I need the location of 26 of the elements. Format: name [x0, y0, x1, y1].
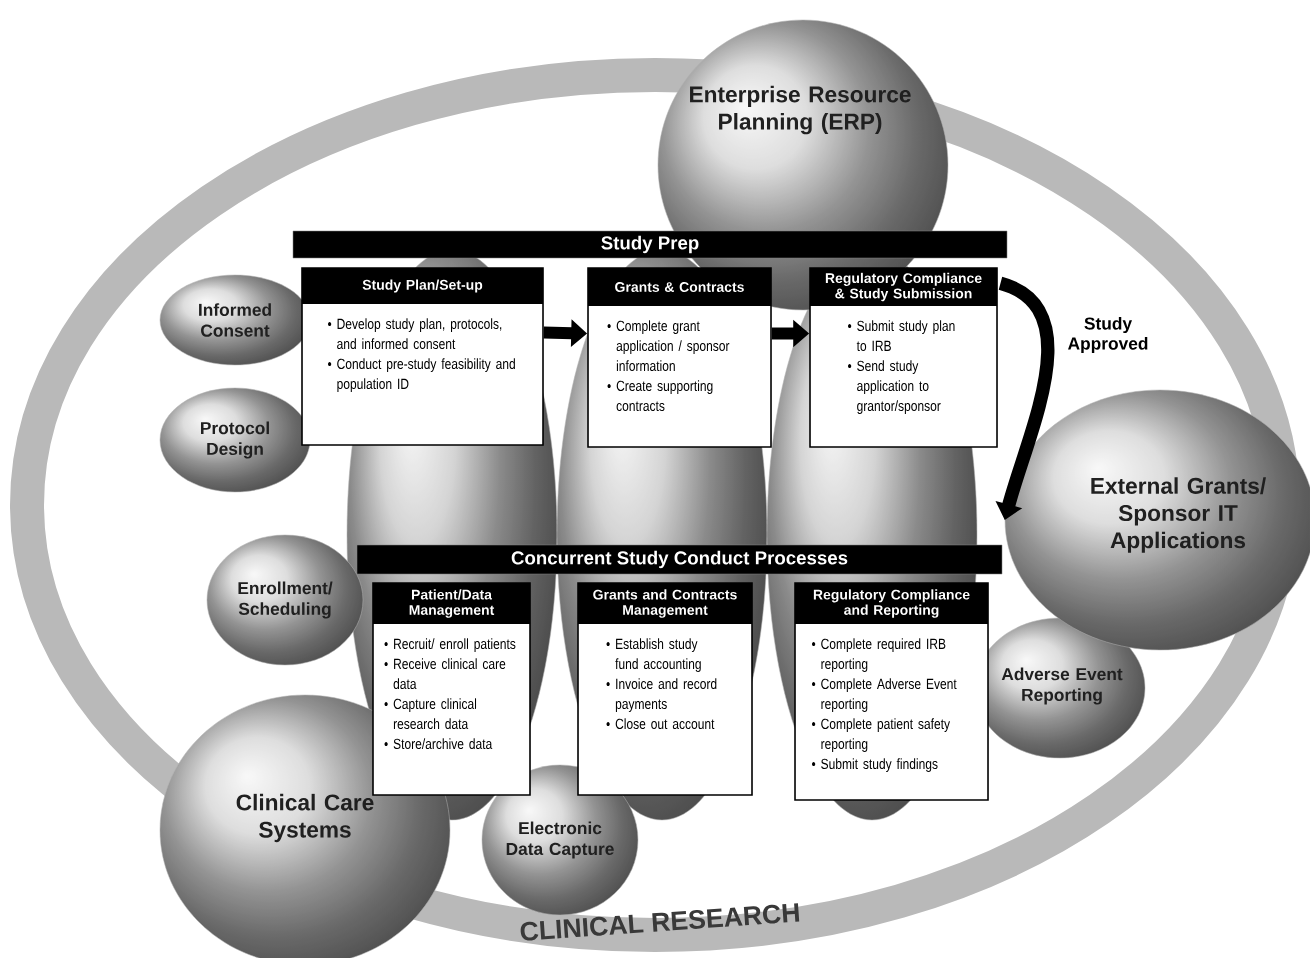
process-box: Grants & Contracts • Complete grant application / sponsor information • Create supporting contracts — [587, 267, 772, 448]
bullet-item: • Conduct pre-study feasibility and population ID — [328, 358, 515, 392]
bullet-item: • Invoice and record payments — [606, 678, 717, 712]
sphere: Protocol Design — [159, 387, 311, 493]
bullet-item: • Submit study plan to IRB — [848, 320, 955, 352]
bullet-item: • Create supporting contracts — [607, 380, 713, 412]
bullet-item: • Complete Adverse Event reporting — [812, 678, 957, 712]
edge-label: Study Approved — [1068, 316, 1148, 354]
banner: Study Prep — [292, 230, 1008, 259]
process-box: Patient/Data Management • Recruit/ enroll patients • Receive clinical care data • Capture clinical research data • Store/archive data — [372, 582, 531, 796]
bullet-item: • Close out account — [606, 718, 715, 730]
bullet-item: • Recruit/ enroll patients — [384, 638, 516, 652]
bullet-item: • Receive clinical care data — [384, 658, 506, 690]
process-box: Regulatory Compliance and Reporting • Complete required IRB reporting • Complete Adverse Event reporting • Complete patient safety reporting • Submit study findings — [794, 582, 989, 801]
bullet-item: • Submit study findings — [812, 758, 938, 772]
bullet-item: • Send study application to grantor/sponsor — [848, 360, 941, 414]
process-box: Study Plan/Set-up • Develop study plan, protocols, and informed consent • Conduct pre-study feasibility and population ID — [301, 267, 544, 446]
bullet-item: • Complete patient safety reporting — [812, 718, 950, 752]
process-box: Grants and Contracts Management • Establish study fund accounting • Invoice and record payments • Close out account — [577, 582, 753, 796]
sphere: Enrollment/ Scheduling — [206, 534, 364, 666]
process-box: Regulatory Compliance & Study Submission • Submit study plan to IRB • Send study application to grantor/sponsor — [809, 267, 998, 448]
bullet-item: • Establish study fund accounting — [606, 638, 701, 672]
bullet-item: • Complete grant application / sponsor information — [607, 320, 730, 372]
bullet-item: • Develop study plan, protocols, and informed consent — [328, 318, 502, 350]
bullet-item: • Complete required IRB reporting — [812, 638, 946, 672]
banner: Concurrent Study Conduct Processes — [356, 544, 1003, 575]
